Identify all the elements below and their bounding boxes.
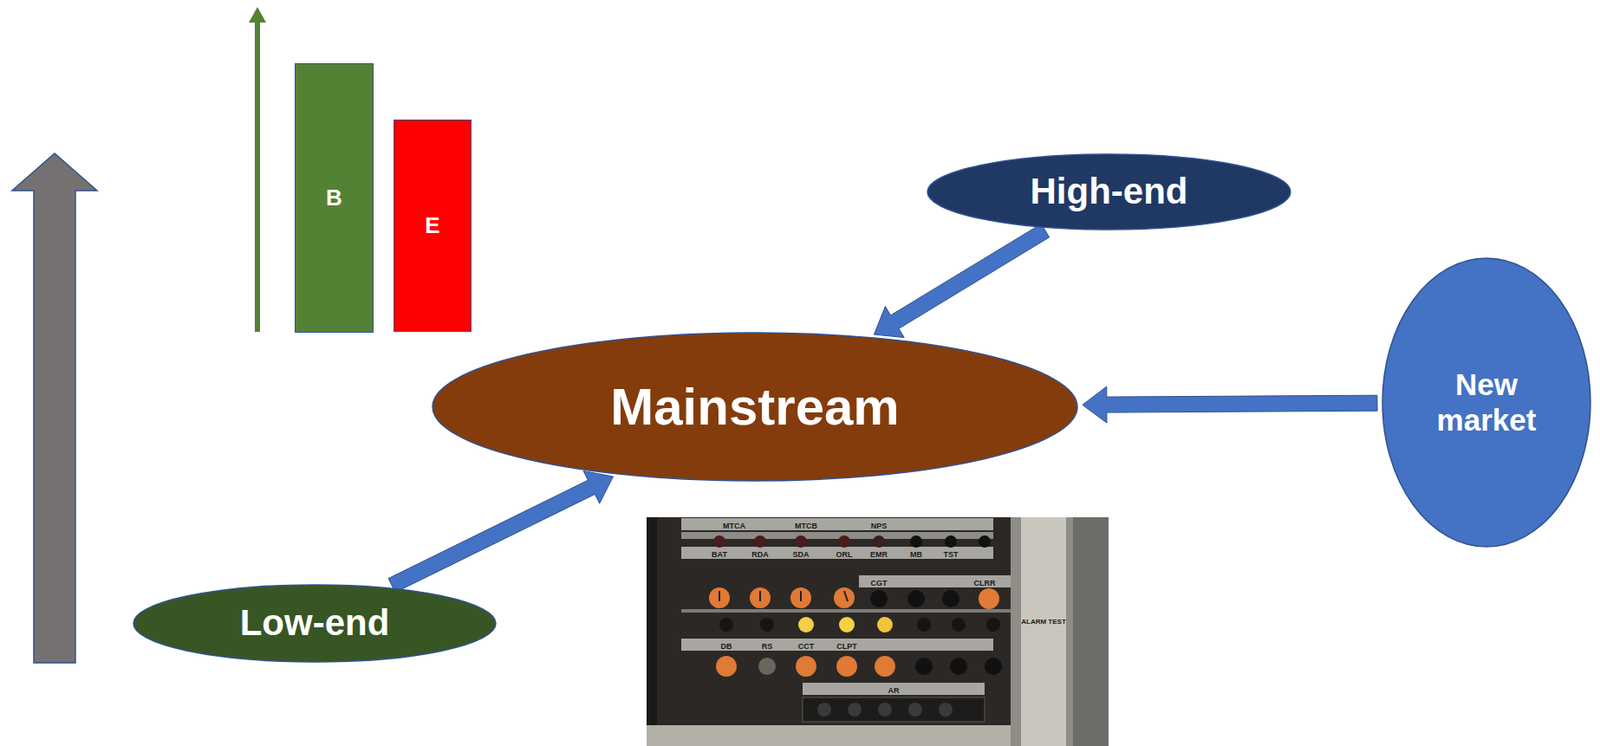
panel-label: MTCB (794, 521, 818, 531)
panel-label-holder: ORL (836, 545, 853, 561)
panel-label-holder: MTCA (722, 516, 746, 533)
panel-label: BAT (711, 550, 728, 560)
node-label: High-end (1030, 170, 1189, 213)
panel-label: CGT (871, 578, 888, 588)
panel-label-holder: RDA (751, 545, 769, 561)
panel-label-holder: NPS (871, 516, 888, 533)
market-ellipse: Mainstream (431, 331, 1079, 482)
thin-arrow-head (248, 6, 267, 23)
panel-label-holder: EMR (870, 545, 888, 561)
node-label: Mainstream (610, 377, 899, 437)
panel-label-holder: MTCB (794, 516, 818, 533)
panel-label-holder: CCT (798, 637, 815, 653)
panel-label: ORL (836, 550, 853, 560)
panel-label-holder: MB (910, 545, 923, 561)
panel-label: SDA (792, 550, 809, 560)
growth-arrow (12, 153, 98, 664)
thin-arrow-shaft (254, 20, 261, 332)
panel-label: RDA (751, 550, 769, 560)
ellipse-shape (133, 585, 496, 663)
panel-label: CCT (798, 642, 815, 651)
panel-label-holder: ALARM TEST (1021, 611, 1067, 628)
node-label: Low-end (240, 602, 391, 644)
panel-label-holder: RS (761, 637, 774, 653)
block-arrow (1082, 386, 1378, 423)
bar-block: B (294, 63, 374, 333)
panel-photo (646, 517, 1109, 746)
node-label: New market (1412, 367, 1561, 438)
bar-block: E (393, 119, 472, 332)
panel-label-holder: CLPT (836, 637, 858, 653)
market-ellipse: Low-end (132, 584, 497, 664)
node-label: B (325, 185, 343, 212)
panel-label: DB (721, 642, 733, 651)
ellipse-shape (432, 332, 1078, 482)
panel-label-holder: TST (943, 545, 959, 561)
ellipse-shape (927, 154, 1291, 230)
ellipse-shape (1382, 258, 1591, 547)
node-label: E (424, 213, 440, 240)
panel-label-holder: AR (888, 681, 900, 697)
panel-label-holder: DB (721, 637, 733, 653)
panel-label: RS (761, 642, 774, 651)
market-ellipse: New market (1381, 257, 1592, 548)
panel-label: ALARM TEST (1021, 617, 1067, 626)
panel-label-holder: CLRR (974, 573, 996, 590)
block-arrow (388, 471, 613, 593)
panel-label-holder: BAT (711, 545, 728, 561)
panel-label: MTCA (722, 521, 746, 531)
panel-label: NPS (871, 521, 888, 531)
panel-label: AR (888, 686, 900, 696)
block-arrow (873, 223, 1049, 338)
panel-label: MB (910, 550, 923, 560)
panel-label: CLRR (974, 578, 996, 588)
panel-label: CLPT (836, 642, 858, 651)
panel-label-holder: SDA (792, 545, 809, 561)
panel-label-holder: CGT (871, 573, 888, 590)
panel-label: TST (943, 550, 959, 560)
market-ellipse: High-end (926, 153, 1292, 231)
panel-label: EMR (870, 550, 888, 560)
